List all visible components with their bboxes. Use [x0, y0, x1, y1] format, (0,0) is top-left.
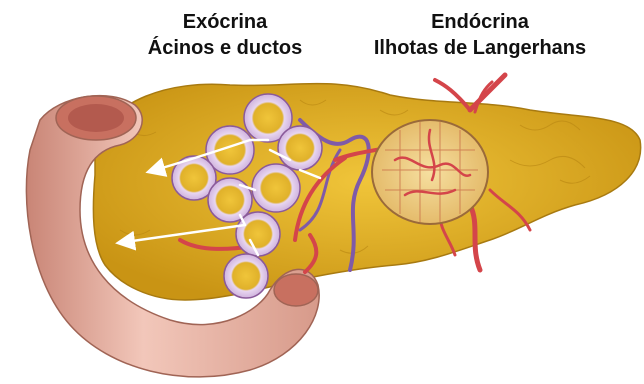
- exocrine-title: Exócrina: [130, 10, 320, 34]
- endocrine-title: Endócrina: [355, 10, 605, 34]
- islet-of-langerhans: [372, 120, 488, 224]
- acinus: [224, 254, 268, 298]
- pancreas-body: [93, 84, 640, 300]
- endocrine-subtitle: Ilhotas de Langerhans: [355, 36, 605, 60]
- acinus: [252, 164, 300, 212]
- acinus: [278, 126, 322, 170]
- exocrine-subtitle: Ácinos e ductos: [130, 36, 320, 60]
